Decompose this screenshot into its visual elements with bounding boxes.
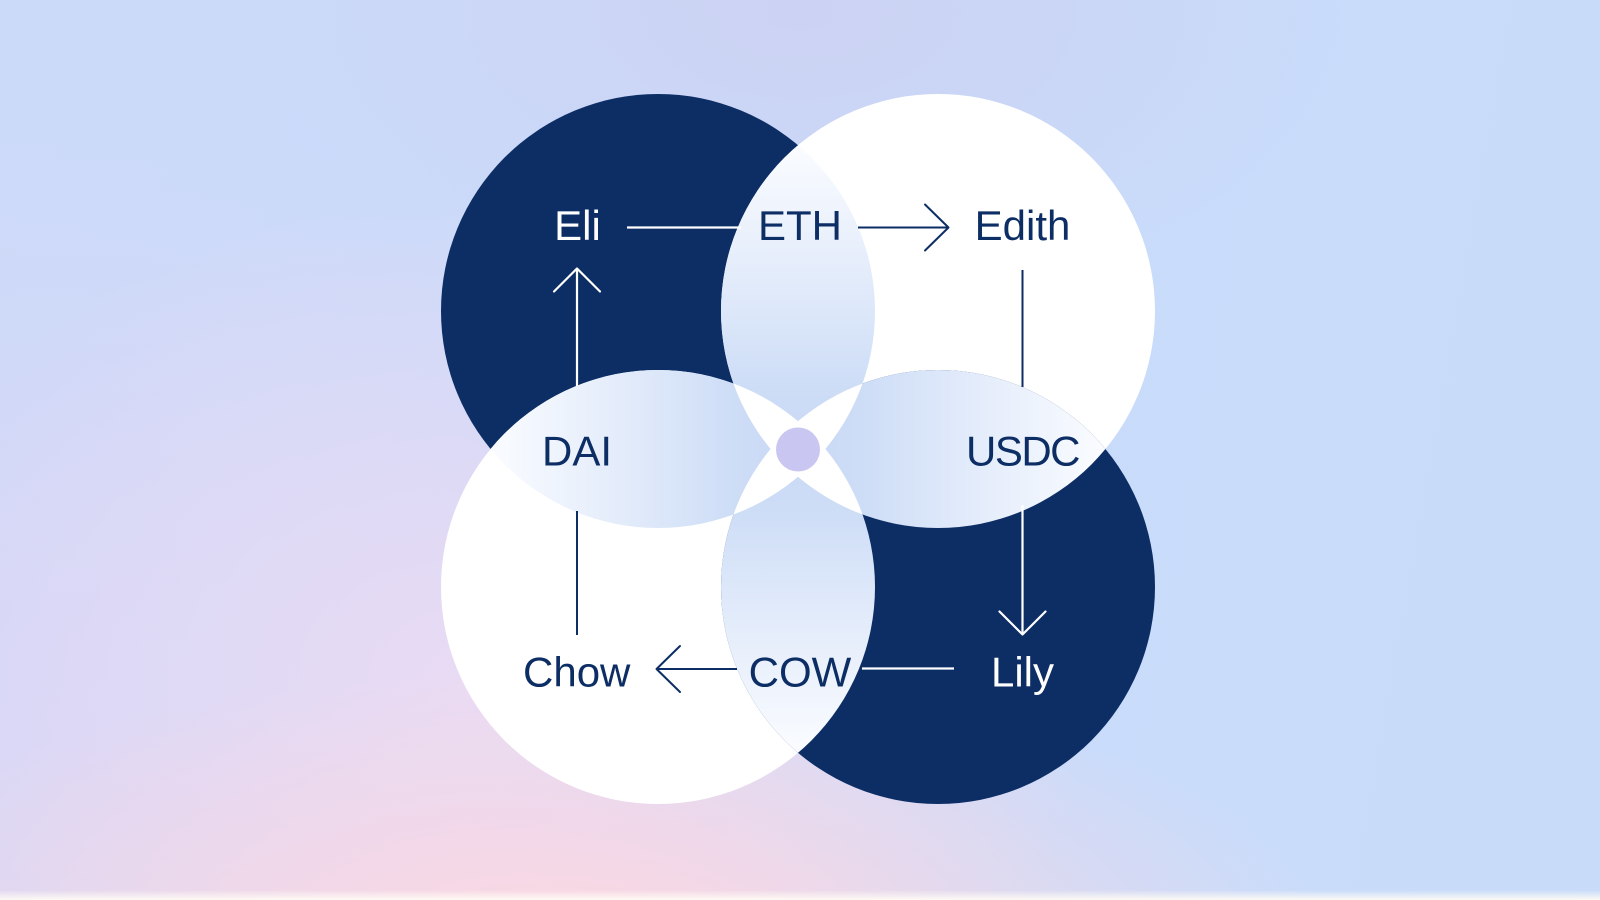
label-chow: Chow (523, 649, 631, 696)
label-cow: COW (749, 649, 852, 696)
connectors (552, 203, 1047, 693)
arrowhead-right-icon (924, 203, 950, 252)
arrowhead-left-icon (655, 645, 681, 693)
center-dot (776, 427, 820, 472)
label-edith: Edith (975, 202, 1071, 249)
arrowhead-up-icon (552, 267, 602, 293)
label-dai: DAI (542, 428, 612, 475)
labels: Eli ETH Edith DAI USDC Chow COW Lily (523, 202, 1081, 696)
arrowhead-down-icon (998, 610, 1047, 636)
label-eli: Eli (554, 202, 601, 249)
center-star-lenses (721, 370, 875, 528)
label-lily: Lily (991, 649, 1054, 696)
label-eth: ETH (758, 202, 842, 249)
label-usdc: USDC (966, 428, 1079, 475)
